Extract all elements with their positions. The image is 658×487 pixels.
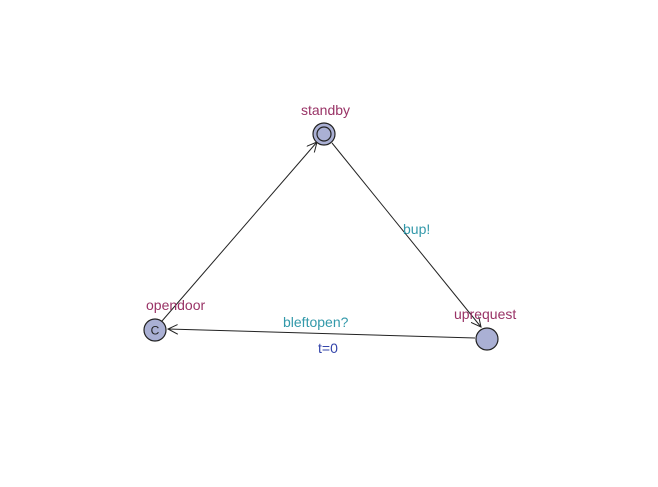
location-name-opendoor: opendoor xyxy=(146,297,206,313)
location-uprequest-circle xyxy=(475,327,499,351)
edge-standby-to-uprequest[interactable] xyxy=(331,142,481,327)
committed-marker-icon: C xyxy=(151,324,160,338)
edge-sync-label-bup: bup! xyxy=(403,221,430,237)
location-name-uprequest: uprequest xyxy=(454,306,516,322)
location-opendoor-circle xyxy=(143,318,167,342)
edge-update-label-t-reset: t=0 xyxy=(318,340,338,356)
edge-uprequest-to-opendoor[interactable] xyxy=(168,329,476,339)
edge-sync-label-bleftopen: bleftopen? xyxy=(283,314,349,330)
location-uprequest[interactable] xyxy=(475,327,499,351)
location-standby-initial-marker xyxy=(316,126,332,142)
location-name-standby: standby xyxy=(301,102,350,118)
location-opendoor[interactable]: C xyxy=(143,318,167,342)
edge-opendoor-to-standby[interactable] xyxy=(161,142,317,322)
location-standby[interactable] xyxy=(312,122,336,146)
